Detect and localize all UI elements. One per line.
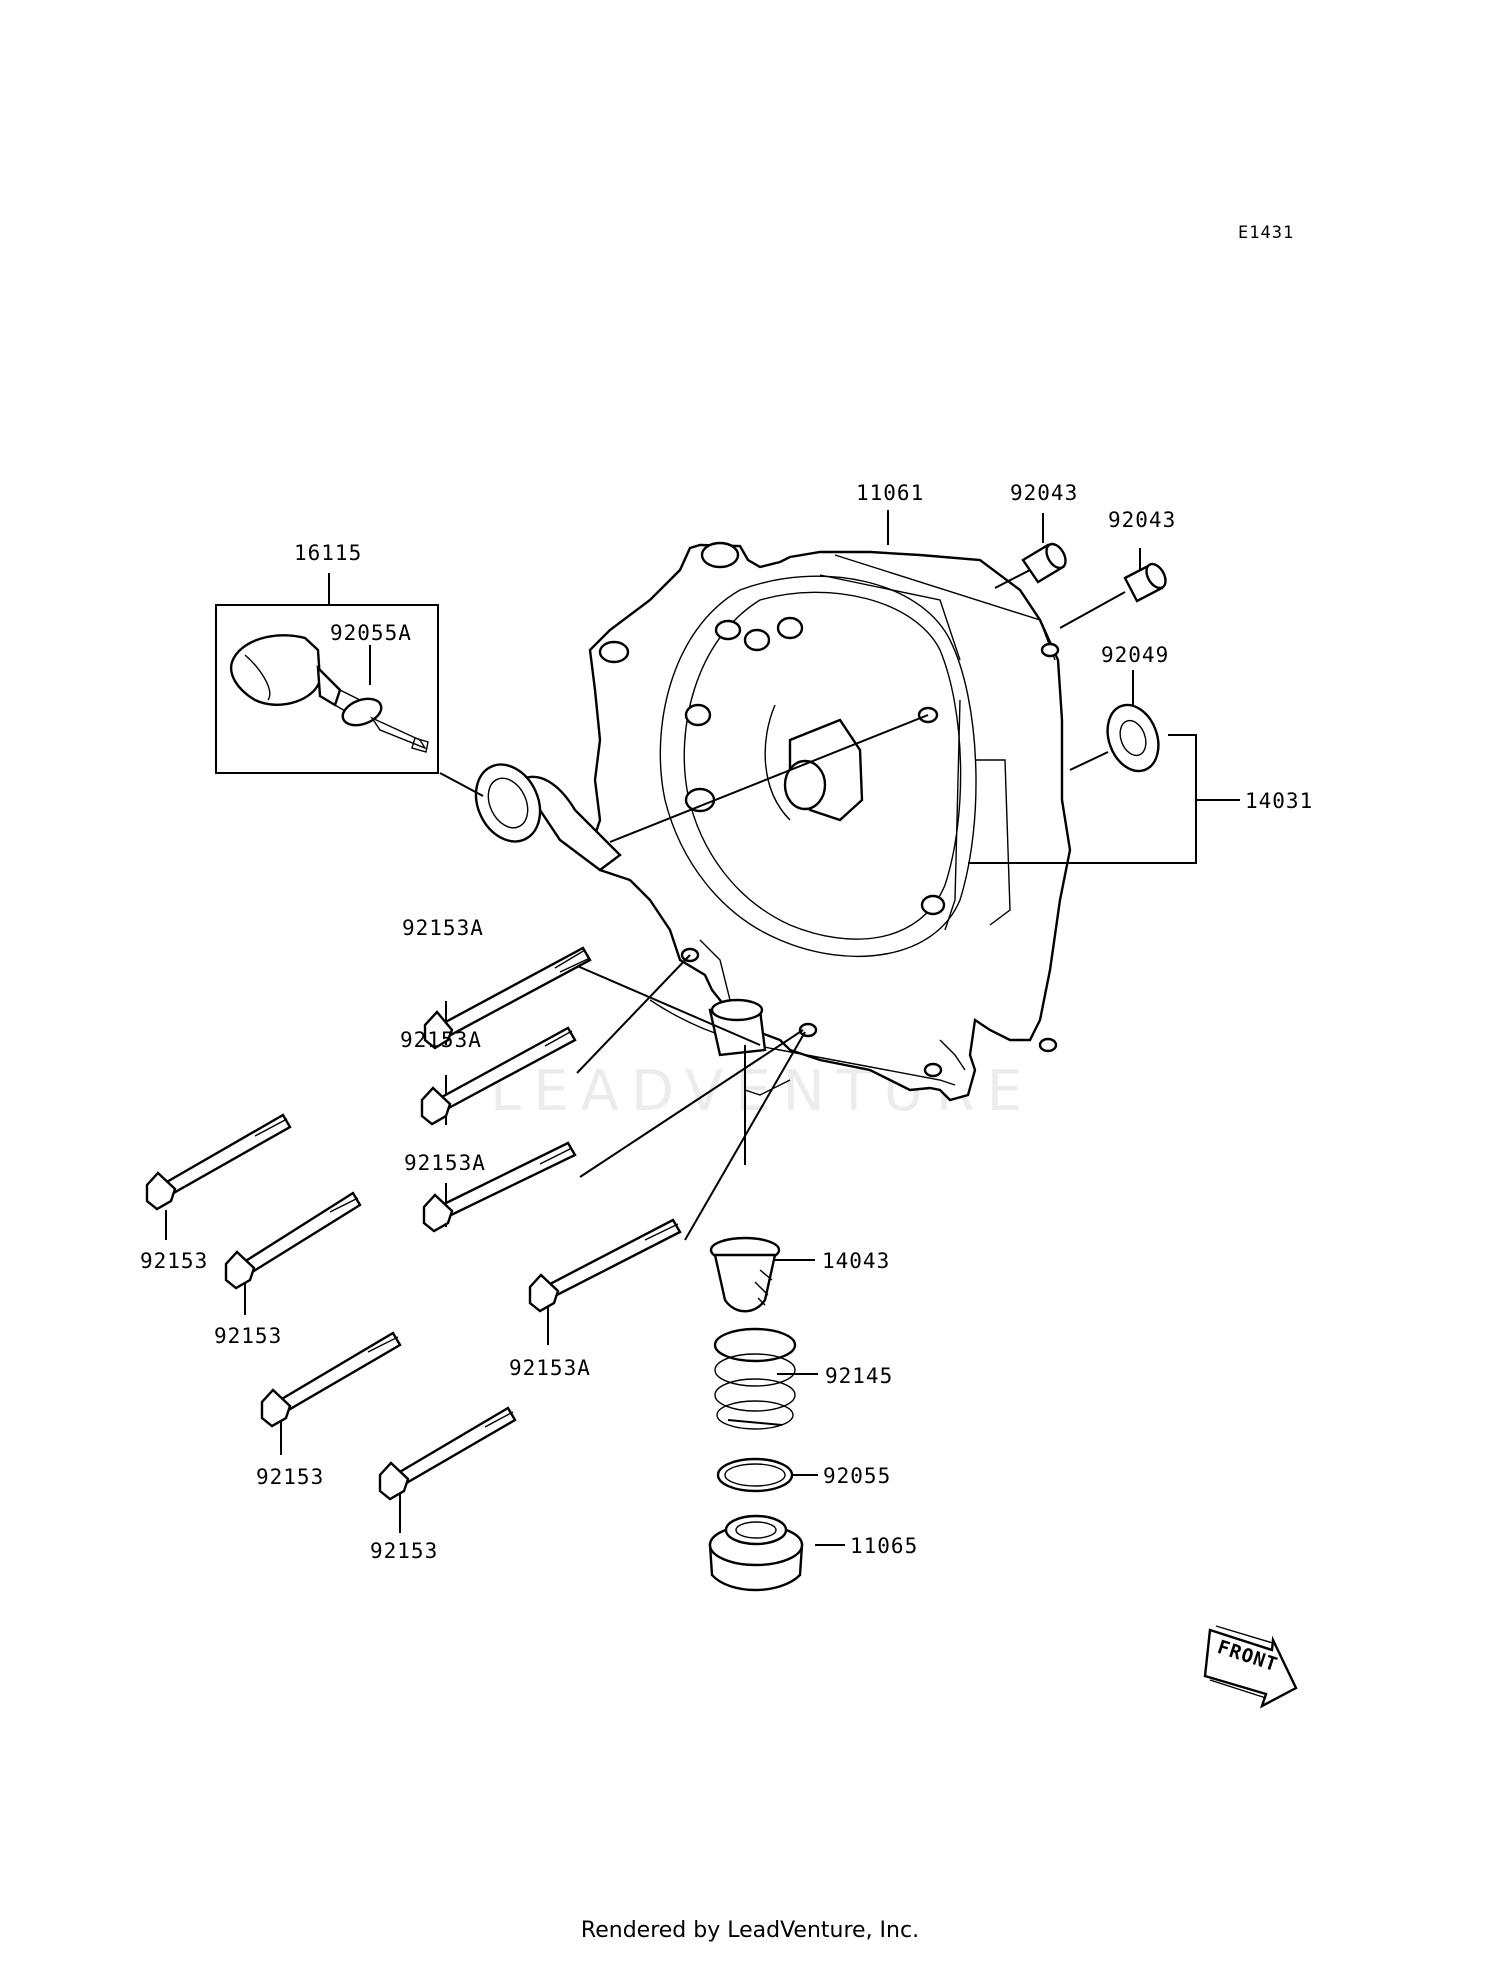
oil-seal[interactable] [1099,698,1167,778]
callout-92153-4: 92153 [370,1539,438,1563]
front-arrow: FRONT [1203,1625,1298,1709]
bolt-92153-2[interactable] [224,1191,362,1290]
callout-14031: 14031 [1245,789,1313,813]
bolt-92153-4[interactable] [378,1406,517,1501]
bolt-92153-1[interactable] [145,1113,292,1211]
bolt-92153A-2[interactable] [420,1026,577,1126]
callout-92153A-4: 92153A [509,1356,591,1380]
callout-92153-1: 92153 [140,1249,208,1273]
callout-92043-b: 92043 [1108,508,1176,532]
callout-92153-2: 92153 [214,1324,282,1348]
callout-92049: 92049 [1101,643,1169,667]
dipstick[interactable] [229,634,429,753]
spring[interactable] [713,1327,797,1430]
callout-92153A-2: 92153A [400,1028,482,1052]
callout-16115: 16115 [294,541,362,565]
bolt-92153-3[interactable] [260,1331,402,1428]
callout-92153A-3: 92153A [404,1151,486,1175]
leader-lines [165,510,1240,1546]
callout-92055: 92055 [823,1464,891,1488]
diagram-code: E1431 [1238,223,1294,243]
strainer[interactable] [709,1236,781,1313]
bushing-2[interactable] [1123,561,1169,603]
drain-plug[interactable] [708,1514,804,1592]
bushing-1[interactable] [1021,541,1069,584]
o-ring[interactable] [716,1457,794,1493]
callout-92153A-1: 92153A [402,916,484,940]
callout-92145: 92145 [825,1364,893,1388]
bolt-92153A-4[interactable] [528,1218,682,1313]
callout-92055A: 92055A [330,621,412,645]
callout-11061: 11061 [856,481,924,505]
callout-92043-a: 92043 [1010,481,1078,505]
case-cover[interactable] [464,541,1072,1102]
callout-92153-3: 92153 [256,1465,324,1489]
bolt-92153A-1[interactable] [423,946,592,1050]
bolt-92153A-3[interactable] [422,1141,577,1233]
callout-14043: 14043 [822,1249,890,1273]
callout-11065: 11065 [850,1534,918,1558]
footer-credit: Rendered by LeadVenture, Inc. [580,1918,920,1943]
